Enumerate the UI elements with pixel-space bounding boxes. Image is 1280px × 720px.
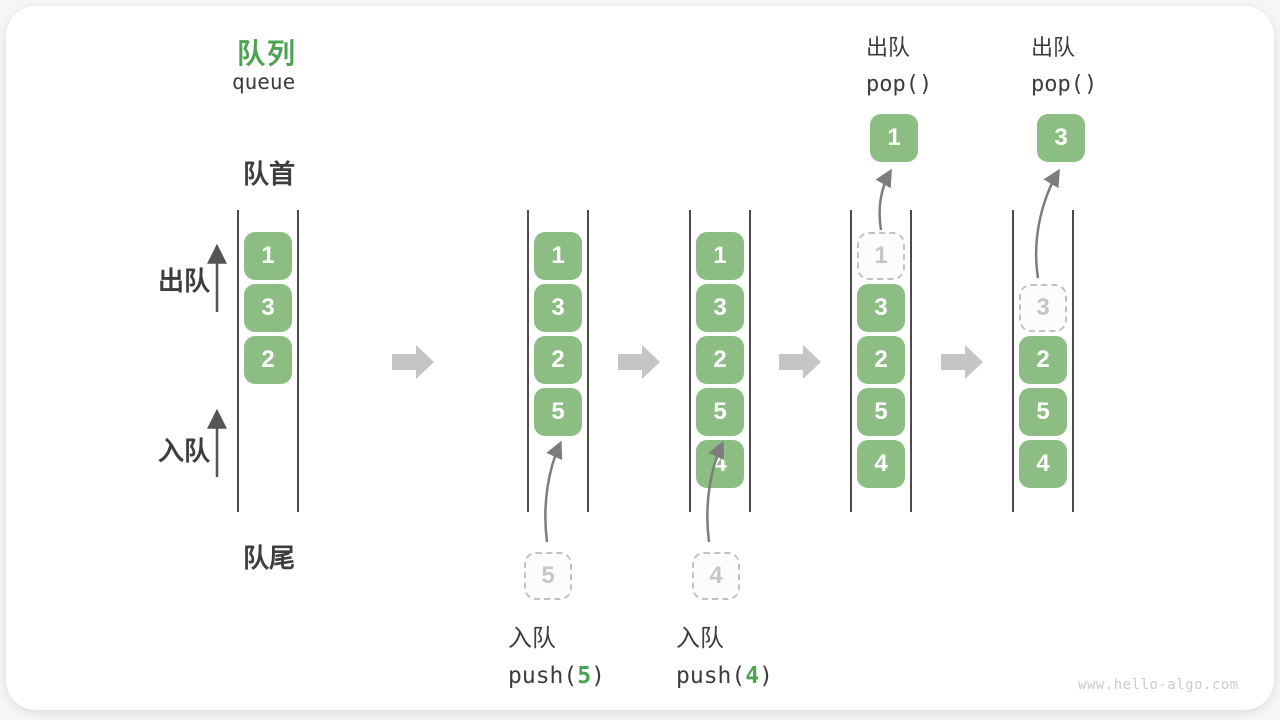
queue-box-5: 5 — [1019, 388, 1067, 436]
transition-arrow-icon — [392, 345, 434, 379]
dequeue-side-label: 出队 — [158, 266, 211, 296]
popped-box-1: 1 — [870, 114, 918, 162]
queue-box-3: 3 — [534, 284, 582, 332]
queue-box-2: 2 — [696, 336, 744, 384]
transition-arrow-icon — [618, 345, 660, 379]
enqueue-curved-arrow-icon — [706, 440, 725, 543]
queue-box-1: 1 — [244, 232, 292, 280]
diagram-title-en: queue — [232, 70, 296, 94]
dequeue-op-label-2: 出队 pop() — [1031, 30, 1097, 97]
queue-box-4: 4 — [857, 440, 905, 488]
queue-box-5: 5 — [696, 388, 744, 436]
queue-box-5: 5 — [534, 388, 582, 436]
queue-rear-label: 队尾 — [243, 543, 296, 573]
enqueue-op-label-2: 入队 push(4) — [676, 618, 773, 689]
queue-slot-dashed-3: 3 — [1019, 284, 1067, 332]
dequeue-op-code: pop() — [866, 72, 933, 97]
dequeue-op-zh: 出队 — [1031, 35, 1076, 60]
queue-box-1: 1 — [696, 232, 744, 280]
enqueue-op-zh: 入队 — [508, 625, 556, 652]
queue-box-1: 1 — [534, 232, 582, 280]
dequeue-up-arrow-icon — [207, 243, 227, 312]
watermark: www.hello-algo.com — [1078, 677, 1239, 693]
transition-arrow-icon — [779, 345, 821, 379]
enqueue-op-code: push(4) — [676, 663, 773, 689]
dequeue-op-zh: 出队 — [866, 35, 911, 60]
queue-box-3: 3 — [696, 284, 744, 332]
enqueue-side-label: 入队 — [158, 436, 211, 466]
queue-front-label: 队首 — [243, 159, 296, 189]
enqueue-arg: 5 — [577, 663, 592, 689]
queue-box-5: 5 — [857, 388, 905, 436]
enqueue-source-box-4: 4 — [692, 552, 740, 600]
enqueue-up-arrow-icon — [207, 408, 227, 477]
transition-arrow-icon — [941, 345, 983, 379]
popped-box-3: 3 — [1037, 114, 1085, 162]
queue-box-2: 2 — [244, 336, 292, 384]
queue-box-3: 3 — [244, 284, 292, 332]
queue-box-2: 2 — [534, 336, 582, 384]
queue-box-3: 3 — [857, 284, 905, 332]
queue-box-2: 2 — [1019, 336, 1067, 384]
dequeue-op-label-1: 出队 pop() — [866, 30, 932, 97]
enqueue-op-code: push(5) — [508, 663, 605, 689]
enqueue-op-zh: 入队 — [676, 625, 724, 652]
enqueue-arg: 4 — [745, 663, 760, 689]
dequeue-op-code: pop() — [1031, 72, 1098, 97]
queue-slot-dashed-1: 1 — [857, 232, 905, 280]
diagram-title-zh: 队列 — [237, 38, 298, 69]
queue-box-4: 4 — [1019, 440, 1067, 488]
enqueue-source-box-5: 5 — [524, 552, 572, 600]
enqueue-op-label-1: 入队 push(5) — [508, 618, 605, 689]
enqueue-curved-arrow-icon — [544, 440, 563, 543]
dequeue-curved-arrow-icon — [875, 168, 892, 231]
queue-box-2: 2 — [857, 336, 905, 384]
dequeue-curved-arrow-icon — [1034, 168, 1060, 279]
